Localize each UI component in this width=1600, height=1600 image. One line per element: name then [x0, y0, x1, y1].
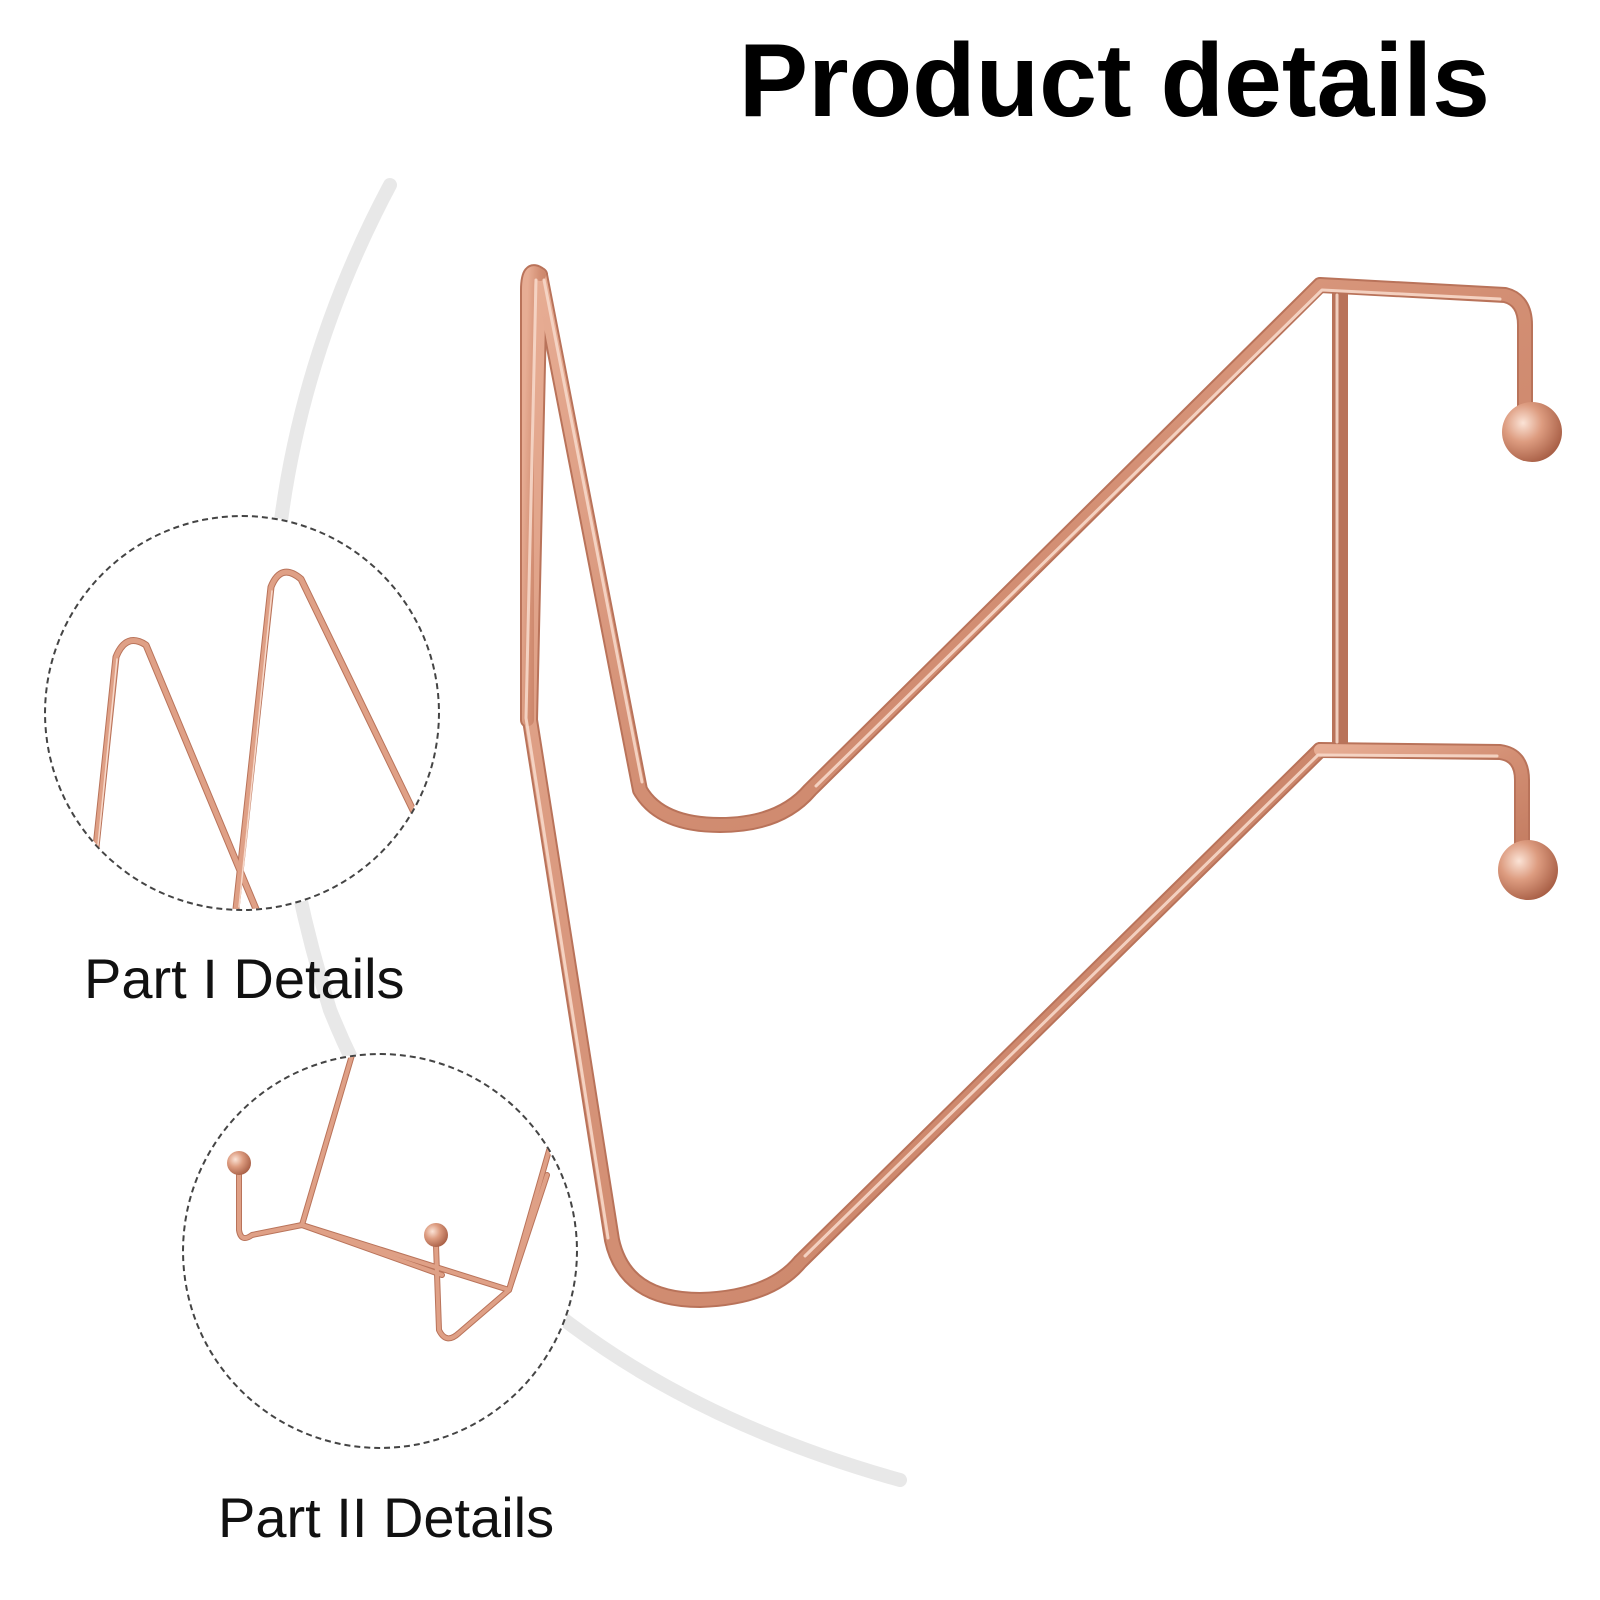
part-1-detail-image	[92, 568, 430, 909]
part-2-caption: Part II Details	[218, 1486, 555, 1549]
part-2-detail-circle	[182, 1053, 578, 1449]
part-2-detail-image	[227, 1055, 559, 1342]
page-title: Product details	[738, 23, 1490, 139]
part-1-detail-circle	[44, 515, 440, 911]
ball-end-top	[1502, 402, 1562, 462]
part-1-caption: Part I Details	[84, 947, 405, 1010]
ball-end-bottom	[1498, 840, 1558, 900]
